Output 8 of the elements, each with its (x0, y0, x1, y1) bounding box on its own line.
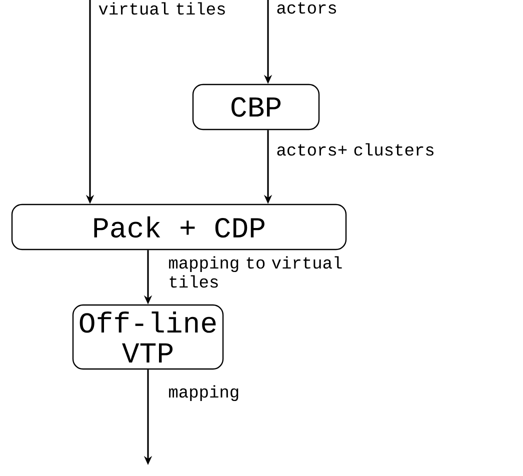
edge-label: virtual tiles (98, 2, 225, 15)
edge-label: actors+ clusters (277, 143, 434, 156)
edge-label: mapping to virtual tiles (169, 256, 342, 288)
edge-label: actors (277, 2, 336, 14)
process-box: CBP (192, 84, 320, 130)
edge-label: mapping (169, 385, 238, 402)
process-box: Off-line VTP (72, 304, 224, 370)
process-box: Pack + CDP (11, 204, 347, 250)
